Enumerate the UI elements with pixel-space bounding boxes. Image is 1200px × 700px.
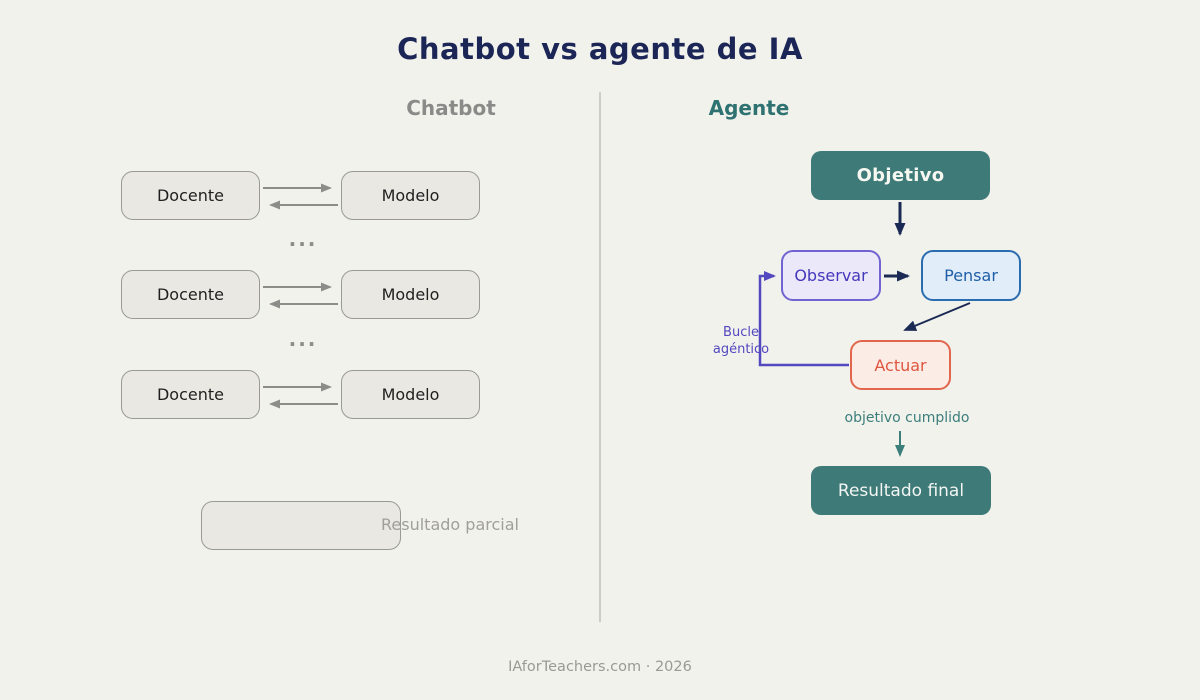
ellipsis-2: ...	[288, 327, 318, 351]
resultado-final-box: Resultado final	[811, 466, 991, 515]
agent-section-heading: Agente	[708, 96, 790, 120]
partial-result-label: Resultado parcial	[381, 515, 519, 534]
footer-credit: IAforTeachers.com · 2026	[508, 659, 692, 675]
agentic-loop-label-line1: Bucle	[723, 325, 759, 340]
docente-box-1: Docente	[121, 171, 260, 220]
ellipsis-1: ...	[288, 227, 318, 251]
goal-achieved-label: objetivo cumplido	[844, 410, 970, 426]
docente-box-2: Docente	[121, 270, 260, 319]
partial-result-box	[201, 501, 401, 550]
docente-box-3: Docente	[121, 370, 260, 419]
section-divider	[599, 92, 601, 622]
arrow-pensar-to-actuar	[903, 302, 971, 331]
modelo-box-1: Modelo	[341, 171, 480, 220]
observar-box: Observar	[781, 250, 881, 301]
agentic-loop-label: Bucle agéntico	[691, 324, 791, 358]
page-title: Chatbot vs agente de IA	[397, 32, 803, 66]
actuar-box: Actuar	[850, 340, 951, 390]
pensar-box: Pensar	[921, 250, 1021, 301]
chatbot-section-heading: Chatbot	[406, 96, 496, 120]
modelo-box-2: Modelo	[341, 270, 480, 319]
modelo-box-3: Modelo	[341, 370, 480, 419]
agentic-loop-label-line2: agéntico	[712, 342, 770, 357]
objetivo-box: Objetivo	[811, 151, 990, 200]
